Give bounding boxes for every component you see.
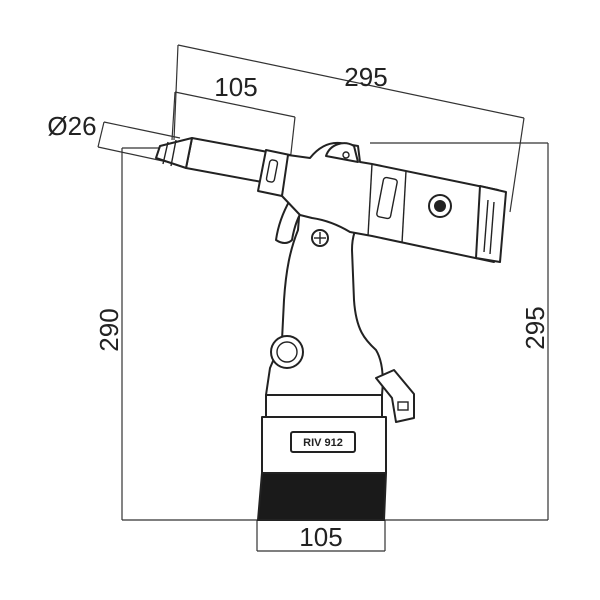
hose-fitting-port bbox=[397, 401, 409, 411]
dim-overall-length-ext-right bbox=[509, 117, 525, 213]
dim-diameter-line-bottom bbox=[97, 146, 173, 164]
nose-tip-line bbox=[162, 141, 169, 165]
body-seam-1 bbox=[367, 163, 373, 237]
nose-tip-line-2 bbox=[170, 139, 177, 167]
body-seam-2 bbox=[401, 170, 407, 244]
dim-nose-length-line bbox=[174, 91, 296, 118]
base-block bbox=[256, 472, 388, 521]
label-right-height: 295 bbox=[520, 306, 550, 349]
dim-diameter-ext bbox=[97, 121, 105, 148]
base-collar bbox=[265, 394, 383, 418]
bump-dot bbox=[342, 151, 350, 159]
model-label-plate bbox=[290, 431, 356, 453]
dim-overall-length-line bbox=[177, 44, 525, 119]
dimension-lines bbox=[97, 44, 549, 552]
body-slot bbox=[376, 176, 398, 220]
rear-cap-line-2 bbox=[489, 201, 495, 255]
handle-ring bbox=[270, 335, 304, 369]
model-label: RIV 912 bbox=[303, 437, 343, 449]
dim-nose-length-ext-left bbox=[171, 91, 176, 141]
label-base-width: 105 bbox=[299, 522, 342, 552]
collar-slot bbox=[265, 159, 279, 183]
label-overall-length: 295 bbox=[344, 62, 387, 92]
dimension-labels: 295 105 Ø26 290 295 105 bbox=[47, 62, 550, 552]
rivet-tool: RIV 912 bbox=[155, 137, 507, 521]
nose-barrel bbox=[185, 137, 269, 183]
handle-ring-inner bbox=[276, 341, 298, 363]
hose-fitting bbox=[375, 369, 415, 423]
brand-logo-center bbox=[434, 200, 446, 212]
dim-diameter-line-top bbox=[103, 121, 181, 139]
label-nose-length: 105 bbox=[214, 72, 257, 102]
rear-cap-line bbox=[483, 199, 489, 253]
housing-bump bbox=[325, 142, 359, 163]
label-nose-diameter: Ø26 bbox=[47, 111, 96, 141]
rear-cap bbox=[475, 185, 507, 263]
label-left-height: 290 bbox=[94, 308, 124, 351]
